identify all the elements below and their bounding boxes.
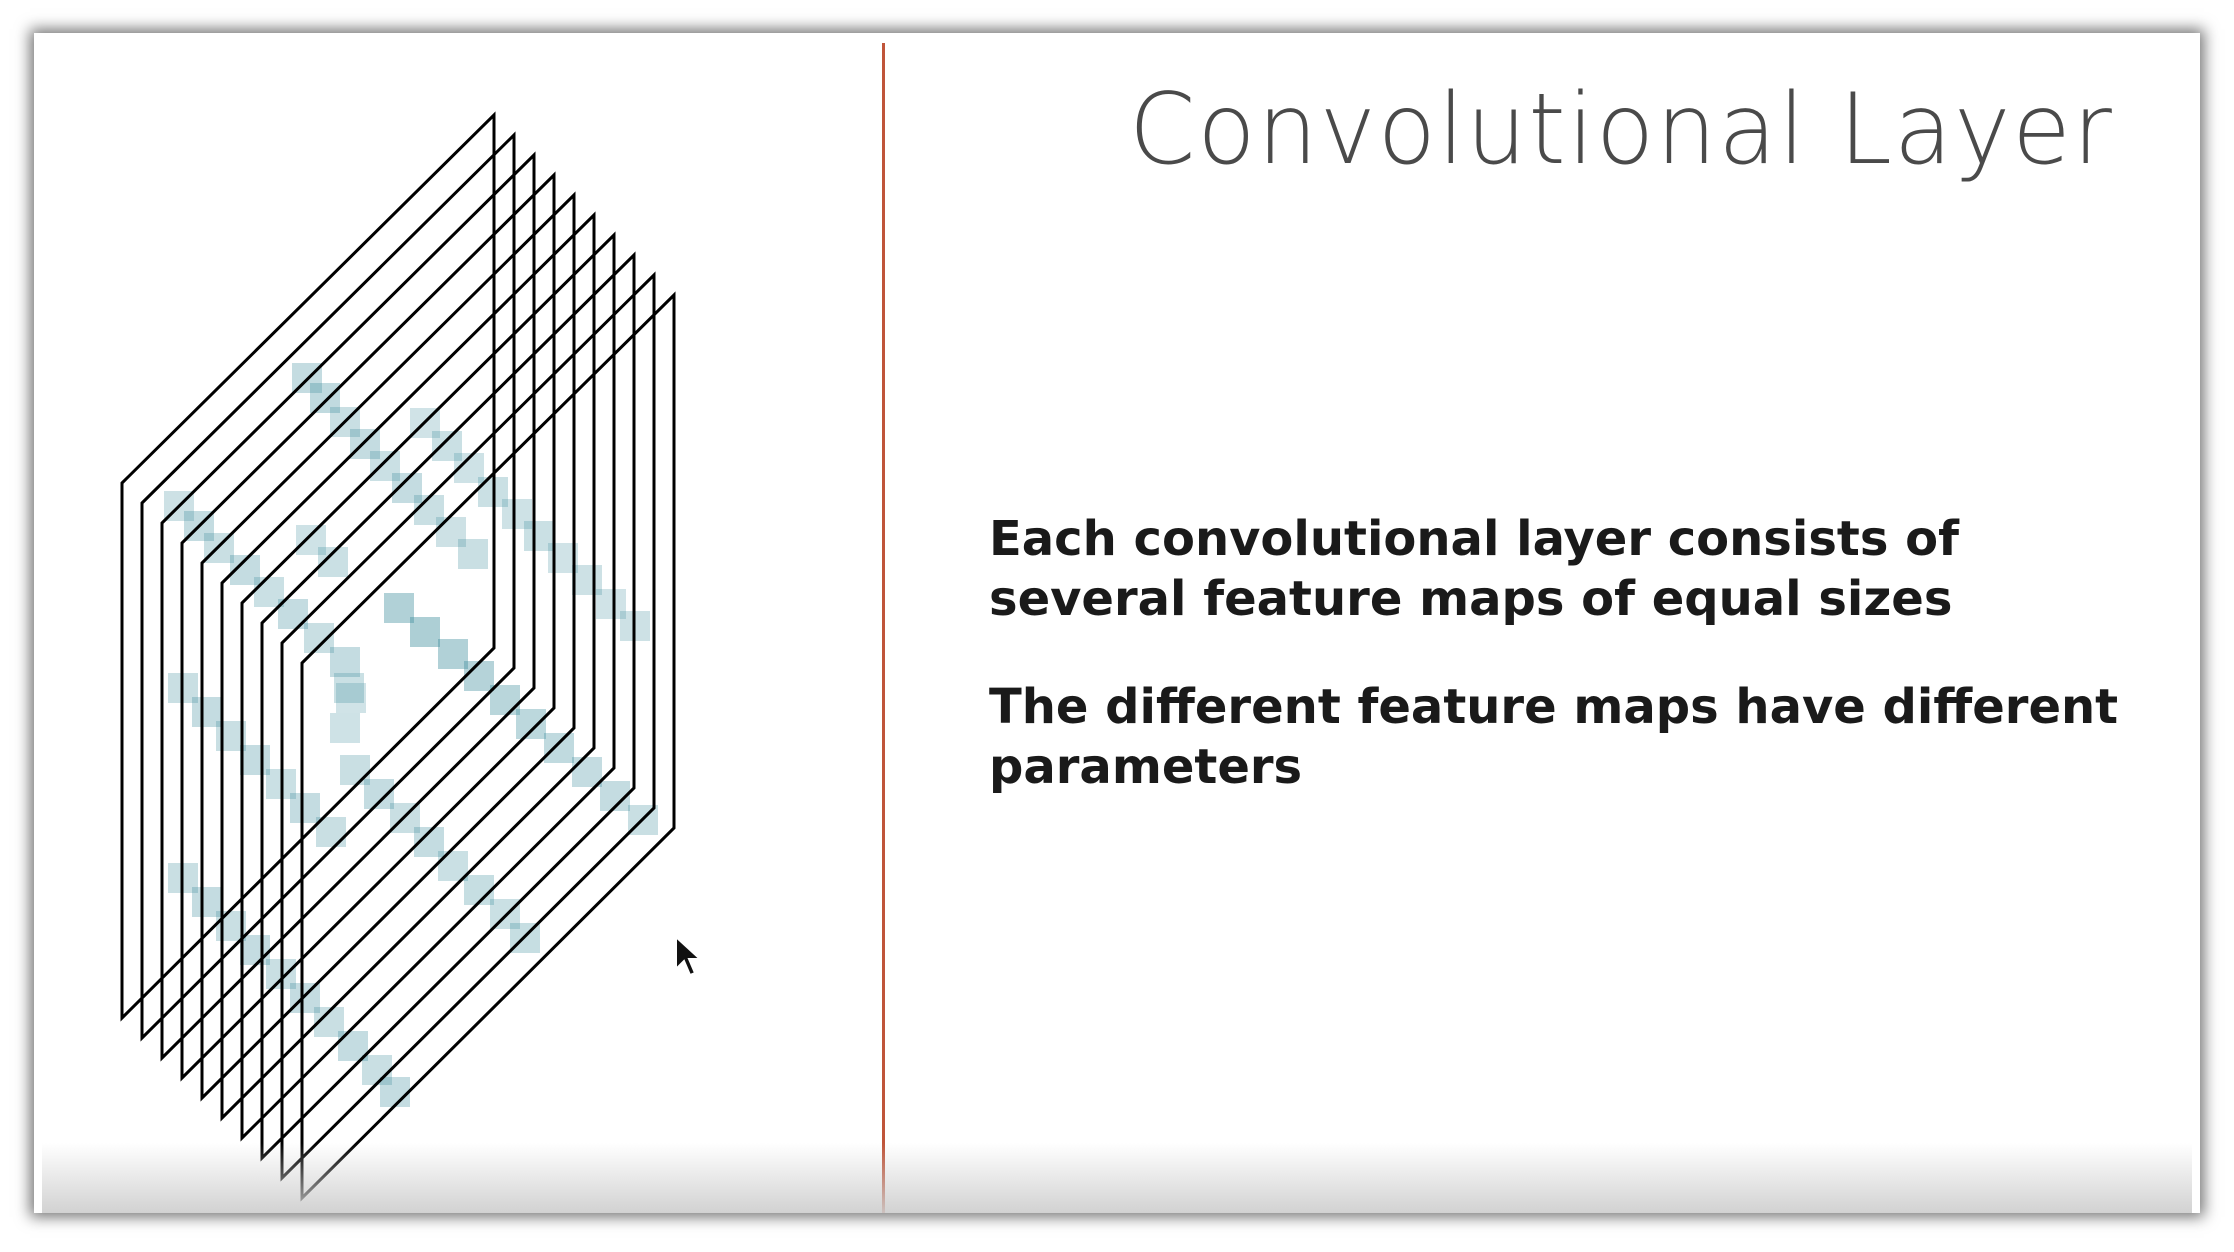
pixel [370, 451, 400, 481]
pixel [384, 593, 414, 623]
pixel [254, 577, 284, 607]
feature-map-frame [260, 251, 636, 1162]
pixel [330, 647, 360, 677]
feature-maps-diagram [120, 111, 703, 1202]
bullet-point: Each convolutional layer consists of sev… [989, 511, 1959, 627]
bullet-point: The different feature maps have differen… [989, 679, 2119, 795]
pixel [304, 623, 334, 653]
feature-map-frame [140, 131, 516, 1042]
pixel [464, 661, 494, 691]
pixel [290, 983, 320, 1013]
pixel [240, 745, 270, 775]
pixel [436, 517, 466, 547]
pixel [240, 935, 270, 965]
mouse-pointer-icon [675, 934, 703, 977]
pixel [502, 499, 532, 529]
pixel [380, 1077, 410, 1107]
feature-map-frame [280, 271, 656, 1182]
pixel [572, 565, 602, 595]
feature-map-frame [120, 111, 496, 1022]
feature-map-frame [200, 191, 576, 1102]
pixel [438, 639, 468, 669]
pixel [364, 779, 394, 809]
pixel [192, 887, 222, 917]
pixel [432, 431, 462, 461]
pixel [490, 899, 520, 929]
slide-title: Convolutional Layer [1129, 73, 2114, 187]
pixel [544, 733, 574, 763]
feature-map-frame [300, 291, 676, 1202]
pixel [516, 709, 546, 739]
pixel [596, 589, 626, 619]
pixel [438, 851, 468, 881]
pixel [340, 755, 370, 785]
pixel [296, 525, 326, 555]
feature-map-frame [180, 171, 556, 1082]
pixel [414, 495, 444, 525]
slide-frame: Convolutional Layer Each convolutional l… [34, 33, 2200, 1213]
pixel [350, 429, 380, 459]
feature-map-frame [160, 151, 536, 1062]
bottom-shade [42, 1143, 2192, 1213]
pixel [490, 685, 520, 715]
pixel [410, 617, 440, 647]
feature-map-frames [120, 111, 676, 1202]
pixel [572, 757, 602, 787]
pixel [524, 521, 554, 551]
bullet-list: Each convolutional layer consists of sev… [989, 509, 2139, 845]
pixel [458, 539, 488, 569]
pixel [334, 673, 364, 703]
pixel [464, 875, 494, 905]
pixel [310, 383, 340, 413]
feature-map-frame [240, 231, 616, 1142]
section-divider [882, 43, 885, 1213]
pixel [290, 793, 320, 823]
pixel [336, 683, 366, 713]
pixel [362, 1055, 392, 1085]
pixel [192, 697, 222, 727]
feature-map-frame [220, 211, 596, 1122]
pixel [330, 713, 360, 743]
